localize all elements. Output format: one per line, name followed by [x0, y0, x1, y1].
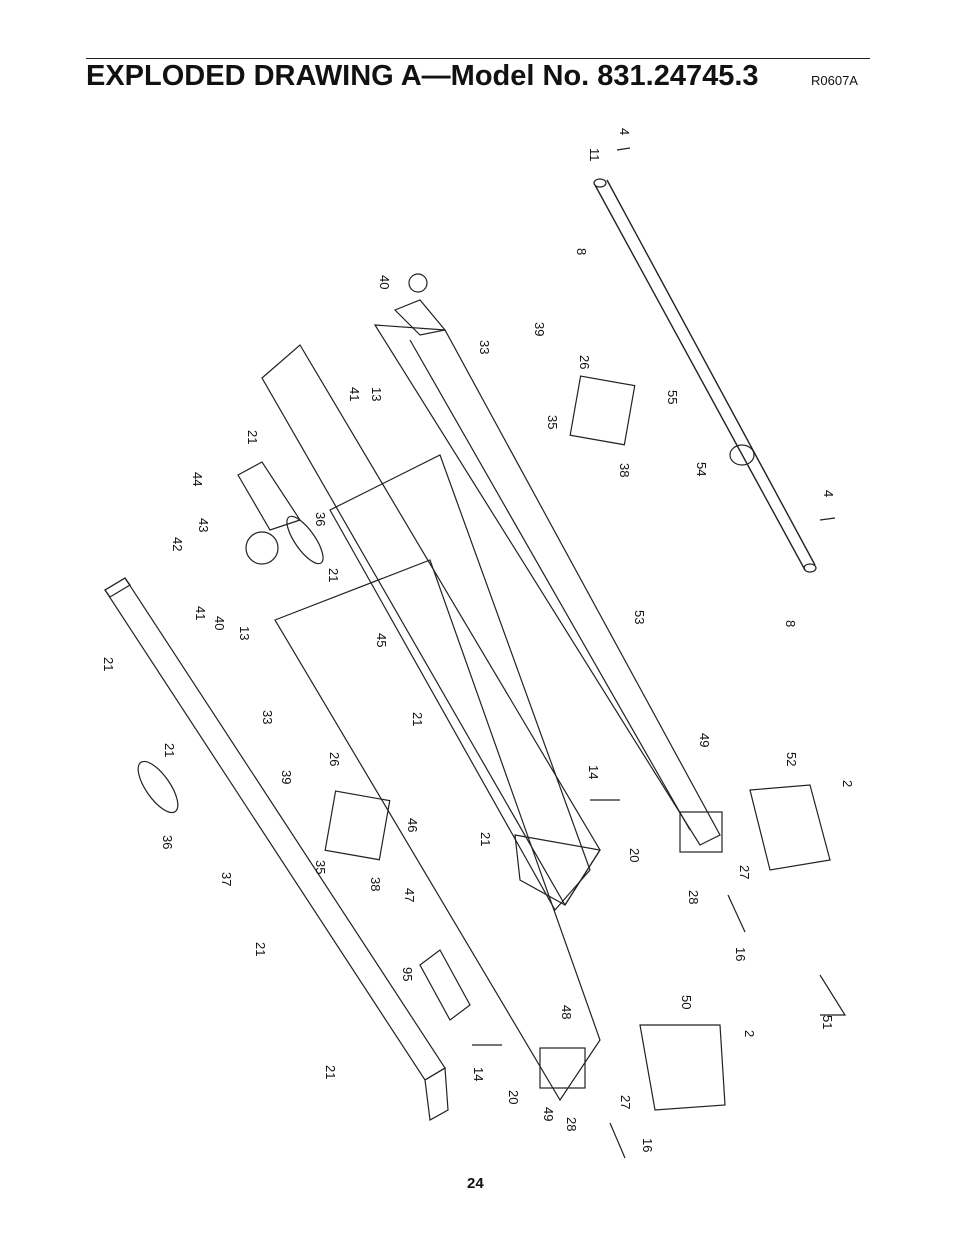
callout-46: 46 — [405, 818, 420, 832]
callout-14b: 14 — [471, 1067, 486, 1081]
callout-39b: 39 — [279, 770, 294, 784]
callout-33b: 33 — [260, 710, 275, 724]
callout-4: 4 — [617, 128, 632, 135]
callout-13: 13 — [369, 387, 384, 401]
callout-48: 48 — [559, 1005, 574, 1019]
callout-35b: 35 — [313, 860, 328, 874]
drive-belt — [237, 461, 301, 531]
callout-26: 26 — [577, 355, 592, 369]
front-roller-end — [408, 273, 428, 293]
callout-28b: 28 — [564, 1117, 579, 1131]
callout-42: 42 — [170, 537, 185, 551]
callout-49b: 49 — [541, 1107, 556, 1121]
callout-16: 16 — [733, 947, 748, 961]
end-cap-49 — [679, 811, 723, 853]
callout-20: 20 — [627, 848, 642, 862]
callout-54: 54 — [694, 462, 709, 476]
main-frame — [274, 559, 601, 1102]
end-cap-48 — [539, 1047, 586, 1089]
callout-35: 35 — [545, 415, 560, 429]
callout-28: 28 — [686, 890, 701, 904]
callout-20b: 20 — [506, 1090, 521, 1104]
callout-4b: 4 — [821, 490, 836, 497]
callout-21d: 21 — [410, 712, 425, 726]
callout-13b: 13 — [237, 626, 252, 640]
rear-roller — [594, 184, 806, 571]
cutout-36-right — [286, 515, 324, 565]
callout-14: 14 — [586, 765, 601, 779]
callout-37: 37 — [219, 872, 234, 886]
callout-39: 39 — [532, 322, 547, 336]
bolt-4-top — [616, 147, 631, 151]
callout-53: 53 — [632, 610, 647, 624]
wheel-cover-50 — [639, 1024, 726, 1111]
callout-21e: 21 — [162, 743, 177, 757]
callout-27: 27 — [737, 865, 752, 879]
callout-41b: 41 — [193, 606, 208, 620]
bracket-38-right — [569, 375, 636, 446]
bolt-16-lower — [609, 1122, 626, 1159]
callout-21f: 21 — [478, 832, 493, 846]
cutout-36-left — [137, 760, 179, 814]
callout-95: 95 — [400, 967, 415, 981]
callout-38: 38 — [617, 463, 632, 477]
deck-panel — [329, 454, 591, 912]
right-rail-end — [514, 834, 601, 906]
callout-49: 49 — [697, 733, 712, 747]
callout-41: 41 — [347, 387, 362, 401]
callout-21a: 21 — [245, 430, 260, 444]
callout-52: 52 — [784, 752, 799, 766]
header-rule — [86, 58, 870, 59]
callout-33: 33 — [477, 340, 492, 354]
callout-36: 36 — [313, 512, 328, 526]
left-rail-front — [104, 577, 131, 598]
callout-21b: 21 — [326, 568, 341, 582]
page-title: EXPLODED DRAWING A—Model No. 831.24745.3 — [86, 60, 759, 92]
callout-38b: 38 — [368, 877, 383, 891]
callout-21g: 21 — [253, 942, 268, 956]
callout-8: 8 — [574, 248, 589, 255]
drawing-code: R0607A — [811, 73, 858, 88]
hex-key-51 — [819, 974, 847, 1016]
frame-53 — [373, 324, 721, 846]
callout-21c: 21 — [101, 657, 116, 671]
callout-21h: 21 — [323, 1065, 338, 1079]
callout-43: 43 — [196, 518, 211, 532]
wheel-cover-52 — [749, 784, 831, 871]
callout-50: 50 — [679, 995, 694, 1009]
pulley-43 — [245, 531, 279, 565]
callout-8b: 8 — [783, 620, 798, 627]
callout-26b: 26 — [327, 752, 342, 766]
left-rail — [104, 577, 446, 1081]
callout-47: 47 — [402, 888, 417, 902]
callout-11: 11 — [587, 148, 602, 162]
callout-55: 55 — [665, 390, 680, 404]
callout-2b: 2 — [742, 1030, 757, 1037]
decal-95 — [419, 949, 471, 1021]
callout-labels: 4 11 8 40 33 39 26 13 41 35 38 55 54 4 2… — [101, 128, 855, 1152]
callout-2: 2 — [840, 780, 855, 787]
callout-40b: 40 — [212, 616, 227, 630]
page-number: 24 — [467, 1175, 484, 1192]
bolt-16-upper — [727, 894, 746, 933]
callout-45: 45 — [374, 633, 389, 647]
callout-16b: 16 — [640, 1138, 655, 1152]
callout-27b: 27 — [618, 1095, 633, 1109]
callout-44: 44 — [190, 472, 205, 486]
bolt-4-bottom — [819, 517, 836, 521]
left-rail-end — [424, 1066, 449, 1121]
callout-51: 51 — [820, 1015, 835, 1029]
bracket-38-left — [324, 790, 391, 861]
callout-40: 40 — [377, 275, 392, 289]
sleeve-54 — [729, 444, 755, 466]
callout-36b: 36 — [160, 835, 175, 849]
